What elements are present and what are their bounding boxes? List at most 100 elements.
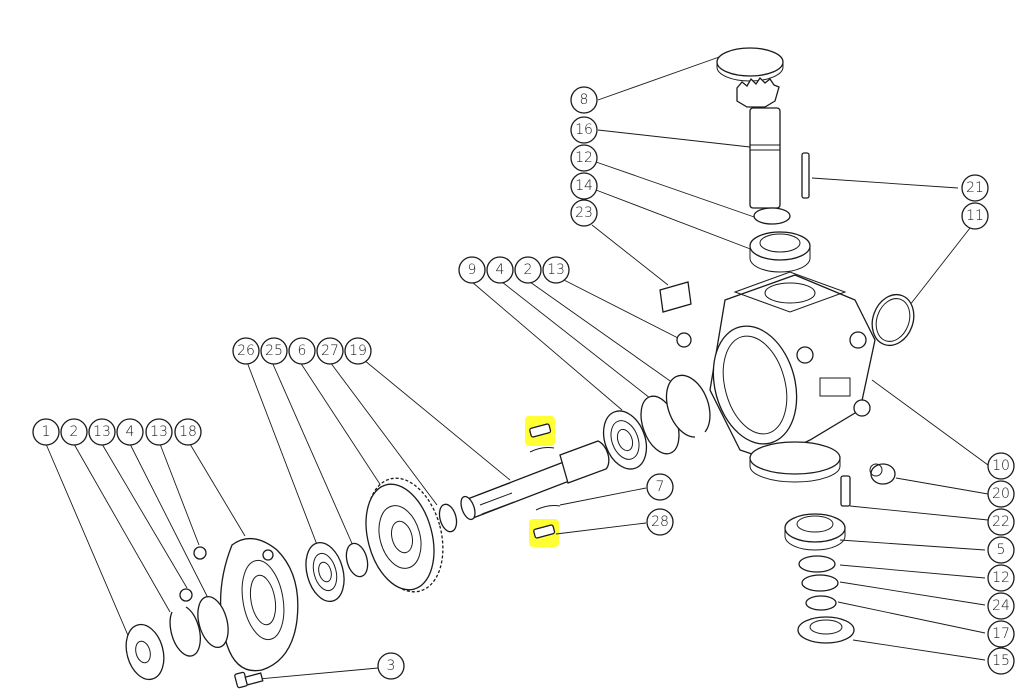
callout-13-upper[interactable]: 13 (542, 256, 570, 284)
callout-7[interactable]: 7 (646, 473, 674, 501)
callout-25[interactable]: 25 (260, 337, 288, 365)
callout-2-left[interactable]: 2 (60, 418, 88, 446)
part-flange-cover-18 (219, 538, 299, 672)
svg-text:6: 6 (298, 343, 307, 359)
callout-20[interactable]: 20 (987, 480, 1015, 508)
part-oil-seal-1 (125, 623, 165, 681)
callout-11[interactable]: 11 (961, 202, 989, 230)
leader-lines (45, 55, 989, 681)
part-bushing-13-upper (676, 332, 692, 348)
svg-text:2: 2 (70, 424, 79, 440)
callout-16[interactable]: 16 (570, 116, 598, 144)
part-pin-21 (801, 152, 810, 199)
svg-text:18: 18 (179, 424, 197, 440)
part-bearing-5 (784, 513, 846, 551)
part-circlip-2-upper (665, 374, 711, 438)
part-shim-24 (801, 574, 839, 592)
svg-text:2: 2 (524, 262, 533, 278)
svg-text:26: 26 (237, 343, 255, 359)
part-bushing-13-b (179, 588, 193, 602)
callout-18[interactable]: 18 (174, 418, 202, 446)
part-shim-12-top (753, 207, 791, 225)
callout-10[interactable]: 10 (987, 452, 1015, 480)
svg-text:11: 11 (966, 208, 984, 224)
part-plate-23 (659, 281, 692, 313)
part-circlip-2-left (169, 606, 201, 657)
svg-text:9: 9 (468, 262, 477, 278)
callout-15[interactable]: 15 (987, 647, 1015, 675)
part-shim-12-lower (798, 555, 836, 573)
svg-text:14: 14 (575, 178, 593, 194)
svg-text:15: 15 (992, 653, 1010, 669)
callout-14[interactable]: 14 (570, 172, 598, 200)
part-stud-22 (840, 475, 851, 507)
callout-12[interactable]: 12 (570, 144, 598, 172)
callout-19[interactable]: 19 (344, 337, 372, 365)
svg-text:25: 25 (265, 343, 283, 359)
part-oil-seal-15 (797, 616, 855, 644)
callout-28[interactable]: 28 (646, 508, 674, 536)
callout-4-upper[interactable]: 4 (486, 256, 514, 284)
part-snap-ring-7-upper (529, 447, 555, 453)
svg-text:16: 16 (575, 122, 593, 138)
callout-27[interactable]: 27 (316, 337, 344, 365)
callout-24[interactable]: 24 (987, 592, 1015, 620)
svg-text:3: 3 (387, 658, 396, 674)
svg-text:27: 27 (321, 343, 339, 359)
callout-23[interactable]: 23 (570, 199, 598, 227)
svg-text:7: 7 (656, 479, 665, 495)
svg-text:13: 13 (547, 262, 565, 278)
callout-6[interactable]: 6 (288, 337, 316, 365)
part-key-28 (533, 524, 556, 539)
svg-text:24: 24 (992, 598, 1010, 614)
svg-text:28: 28 (651, 514, 669, 530)
callout-26[interactable]: 26 (232, 337, 260, 365)
svg-text:1: 1 (42, 424, 51, 440)
svg-text:4: 4 (126, 424, 135, 440)
part-pinion-shaft-16 (736, 76, 781, 209)
part-o-ring-11 (871, 293, 915, 347)
part-key-upper (529, 423, 552, 438)
callout-13-left-b[interactable]: 13 (145, 418, 173, 446)
svg-text:8: 8 (580, 92, 589, 108)
callout-13-left-a[interactable]: 13 (88, 418, 116, 446)
callout-17[interactable]: 17 (987, 620, 1015, 648)
svg-text:20: 20 (992, 486, 1010, 502)
callout-9[interactable]: 9 (458, 256, 486, 284)
part-snap-ring-27 (438, 503, 458, 533)
svg-text:21: 21 (966, 180, 984, 196)
callout-12-lower[interactable]: 12 (987, 564, 1015, 592)
part-input-shaft-19 (460, 440, 610, 521)
svg-text:17: 17 (992, 626, 1010, 642)
part-gearbox-housing-10 (709, 271, 876, 483)
svg-text:12: 12 (992, 570, 1010, 586)
callout-5[interactable]: 5 (987, 536, 1015, 564)
part-bevel-gear-6 (365, 477, 444, 593)
callout-2-upper[interactable]: 2 (514, 256, 542, 284)
part-bushing-13-a (193, 546, 207, 560)
part-shim-4-left (197, 595, 229, 649)
callout-1[interactable]: 1 (32, 418, 60, 446)
part-snap-ring-7 (535, 505, 561, 511)
svg-text:22: 22 (992, 514, 1010, 530)
svg-text:19: 19 (349, 343, 367, 359)
callout-4-left[interactable]: 4 (116, 418, 144, 446)
svg-text:12: 12 (575, 150, 593, 166)
callouts: 8 16 12 14 23 9 4 2 13 26 25 6 27 19 1 2… (32, 86, 1015, 680)
part-shim-25 (345, 542, 369, 578)
part-plug-20 (869, 463, 896, 485)
svg-text:13: 13 (150, 424, 168, 440)
callout-22[interactable]: 22 (987, 508, 1015, 536)
svg-text:13: 13 (93, 424, 111, 440)
callout-21[interactable]: 21 (961, 174, 989, 202)
svg-text:5: 5 (997, 542, 1006, 558)
part-bearing-26 (305, 542, 345, 602)
callout-8[interactable]: 8 (570, 86, 598, 114)
part-bearing-9 (602, 410, 648, 470)
callout-3[interactable]: 3 (377, 652, 405, 680)
part-bearing-14 (749, 231, 811, 273)
svg-text:10: 10 (992, 458, 1010, 474)
part-cap-8 (716, 47, 784, 82)
part-snap-ring-17 (805, 595, 837, 611)
